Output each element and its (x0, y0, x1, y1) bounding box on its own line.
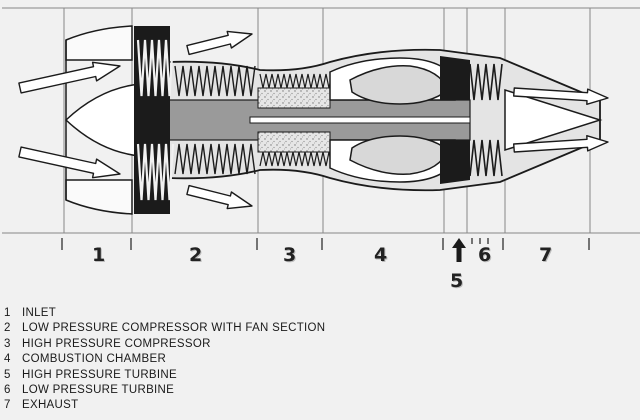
legend-label: HIGH PRESSURE COMPRESSOR (22, 337, 211, 350)
legend-item: 1 INLET (4, 306, 325, 321)
section-tick-marks (61, 238, 590, 250)
section-number-6: 6 (478, 244, 492, 266)
legend-number: 3 (4, 337, 11, 350)
section-number-1: 1 (92, 244, 106, 266)
legend-label: INLET (22, 307, 57, 319)
fan-blades (136, 39, 175, 201)
legend-number: 2 (4, 322, 11, 335)
low-pressure-compressor-blades (174, 65, 256, 175)
legend-number: 7 (4, 399, 11, 412)
inlet-casing (65, 25, 133, 215)
section-number-5: 5 (450, 270, 464, 292)
airflow-arrows (18, 30, 609, 210)
legend: 1 INLET 2 LOW PRESSURE COMPRESSOR WITH FAN … (4, 306, 325, 414)
legend-label: COMBUSTION CHAMBER (22, 353, 167, 366)
legend-number: 5 (4, 368, 11, 381)
legend-item: 6 LOW PRESSURE TURBINE (4, 383, 325, 398)
pointer-arrow-icon (452, 238, 466, 262)
section-number-4: 4 (374, 244, 388, 266)
legend-item: 7 EXHAUST (4, 398, 325, 413)
legend-number: 4 (4, 353, 11, 366)
nose-cone (64, 83, 141, 157)
legend-number: 6 (4, 383, 11, 396)
legend-item: 5 HIGH PRESSURE TURBINE (4, 368, 325, 383)
section-number-3: 3 (283, 244, 297, 266)
shaft-center-line (249, 116, 471, 124)
high-pressure-compressor (257, 73, 333, 167)
legend-item: 3 HIGH PRESSURE COMPRESSOR (4, 337, 325, 352)
section-number-7: 7 (539, 244, 553, 266)
section-number-2: 2 (189, 244, 203, 266)
legend-number: 1 (4, 307, 11, 319)
legend-label: HIGH PRESSURE TURBINE (22, 368, 177, 381)
legend-label: EXHAUST (22, 399, 79, 412)
exhaust-cone (504, 88, 603, 152)
turbine-walls (440, 56, 470, 184)
legend-item: 2 LOW PRESSURE COMPRESSOR WITH FAN SECTIO… (4, 321, 325, 336)
legend-label: LOW PRESSURE TURBINE (22, 383, 175, 396)
turbine-blades (469, 63, 503, 177)
legend-label: LOW PRESSURE COMPRESSOR WITH FAN SECTION (22, 322, 326, 335)
jet-engine-diagram (2, 7, 640, 262)
legend-item: 4 COMBUSTION CHAMBER (4, 352, 325, 367)
